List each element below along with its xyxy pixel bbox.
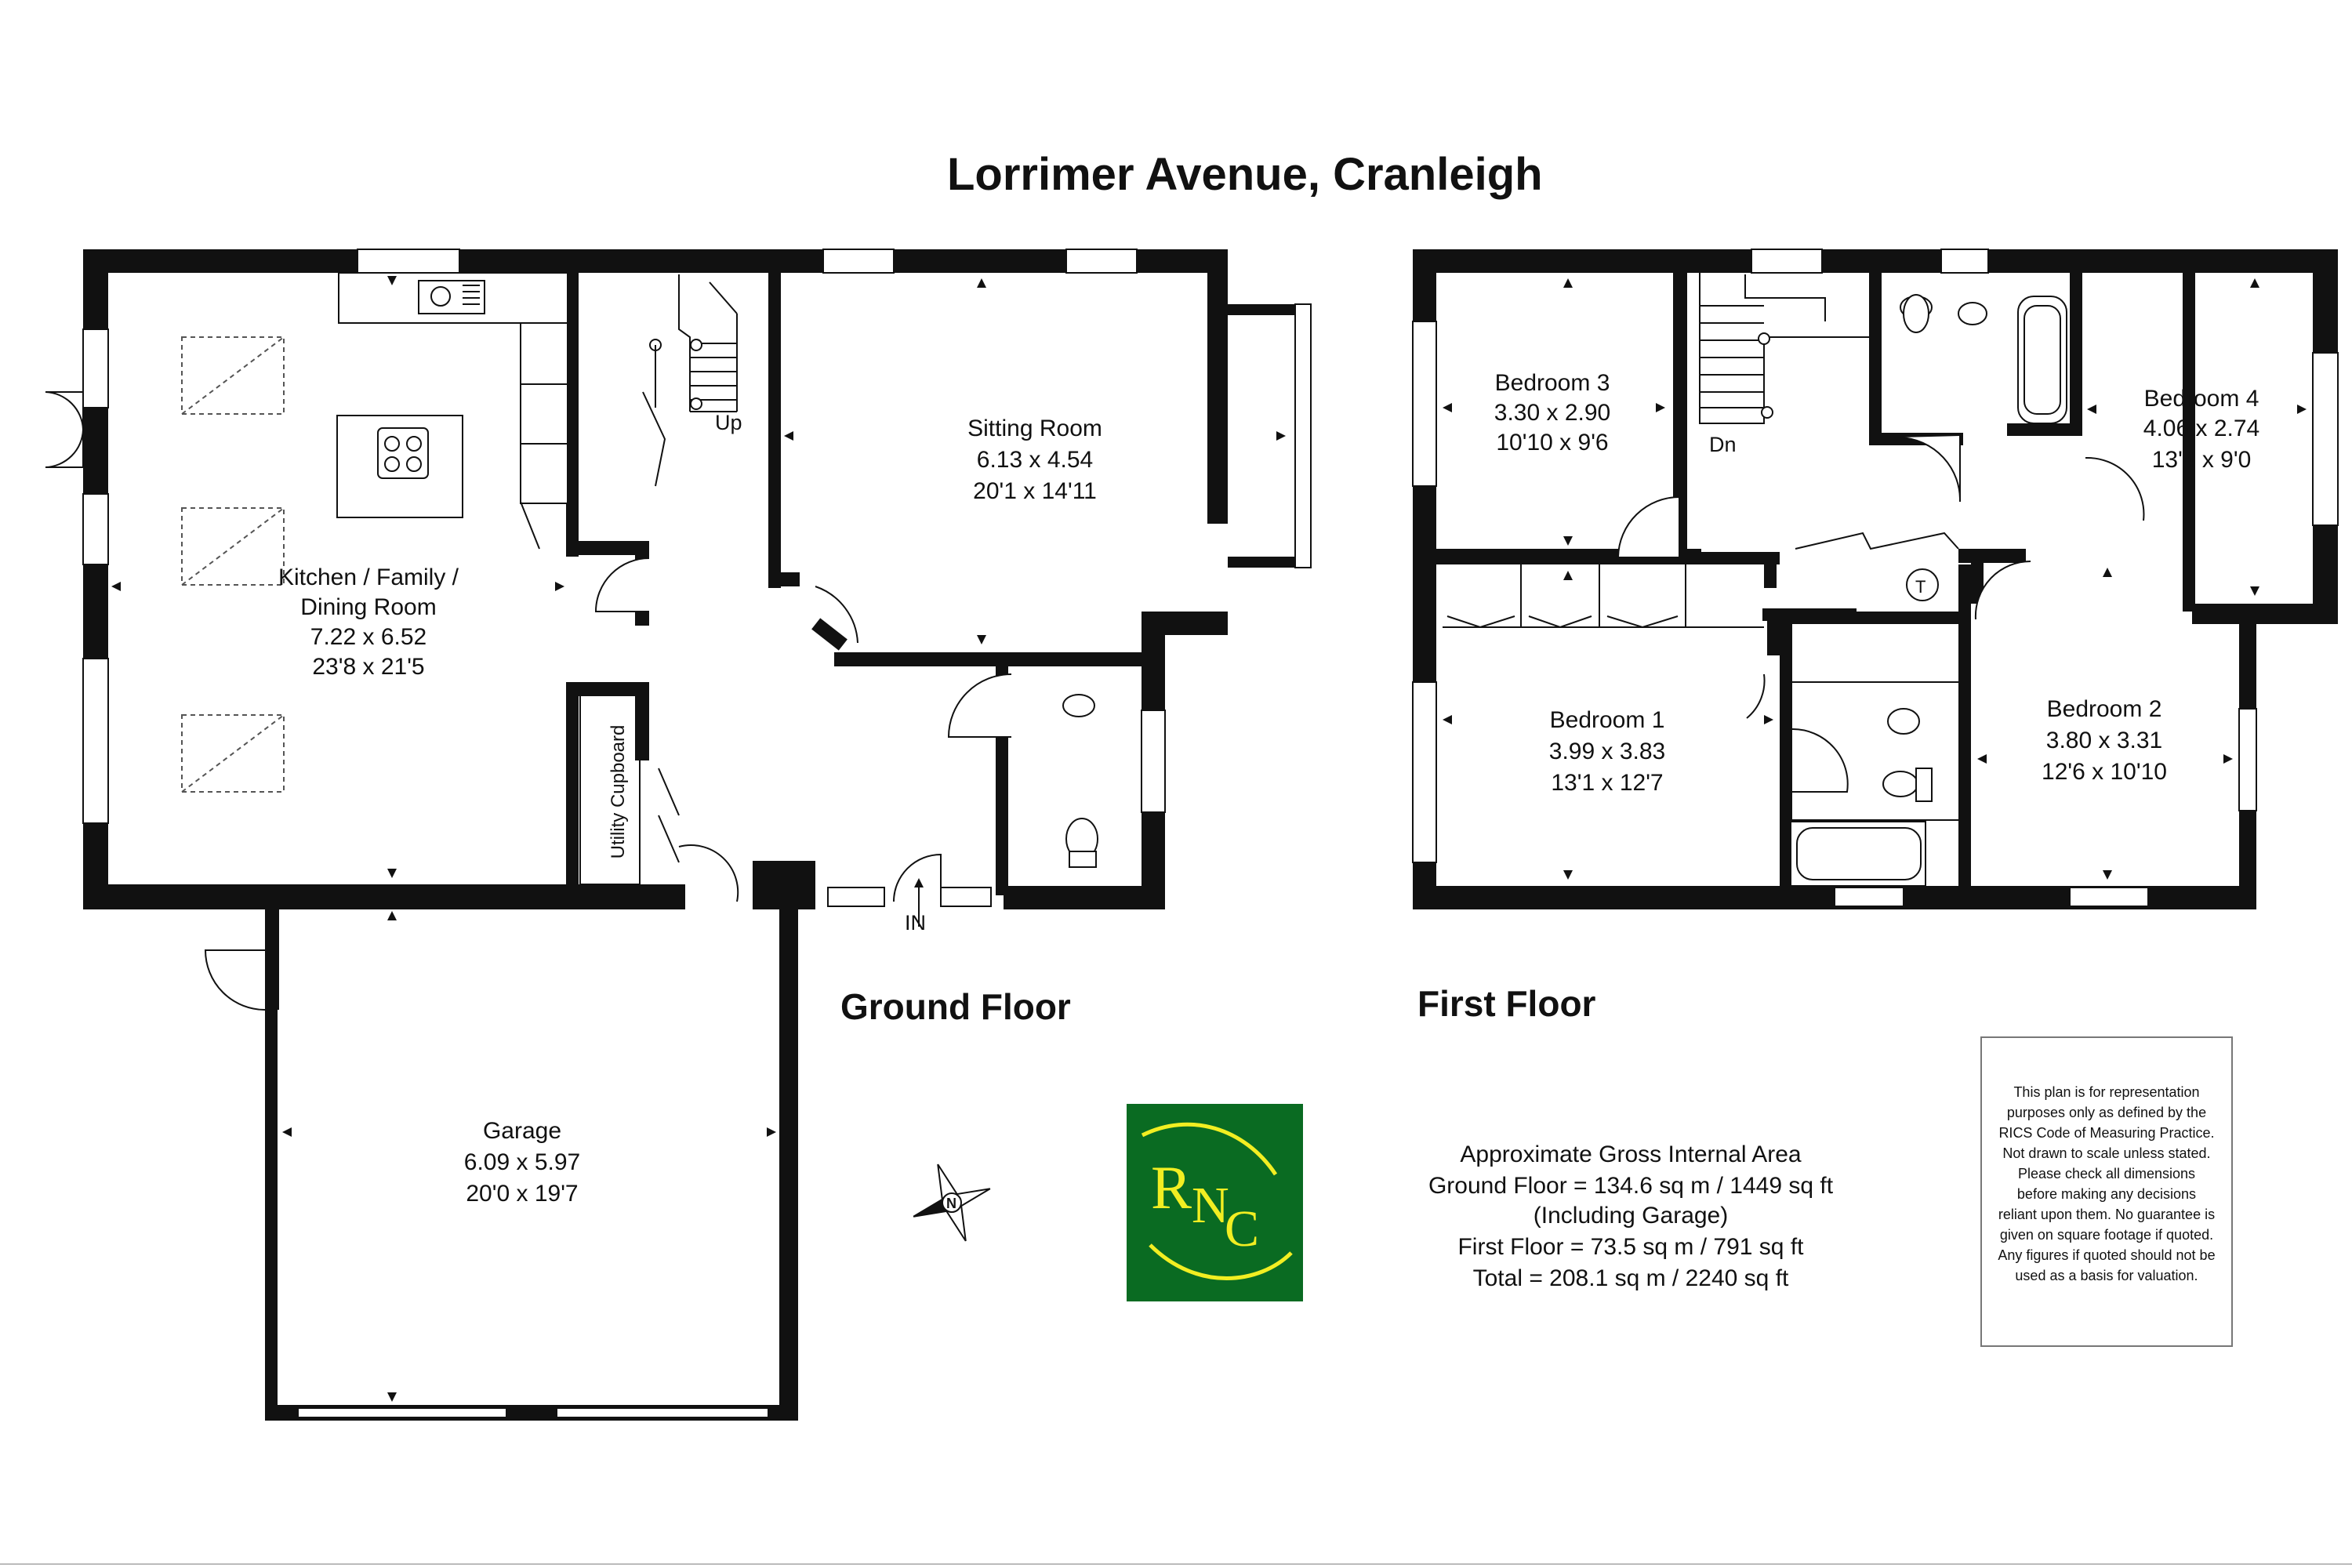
roof-light-3 [181, 714, 285, 793]
logo-letter-r: R [1151, 1153, 1192, 1221]
logo-letter-n: N [1192, 1177, 1229, 1234]
area-line-4: First Floor = 73.5 sq m / 791 sq ft [1457, 1234, 1804, 1260]
area-line-5: Total = 208.1 sq m / 2240 sq ft [1473, 1265, 1789, 1291]
kitchen-imperial: 23'8 x 21'5 [312, 654, 424, 680]
area-summary: Approximate Gross Internal Area Ground F… [1428, 1142, 1834, 1291]
area-line-3: (Including Garage) [1534, 1203, 1728, 1229]
bedroom2-metric: 3.80 x 3.31 [2046, 728, 2162, 753]
utility-cupboard-label: Utility Cupboard [608, 725, 629, 859]
sitting-room-imperial: 20'1 x 14'11 [973, 478, 1097, 504]
bedroom4-name: Bedroom 4 [2144, 386, 2259, 412]
disclaimer-box: This plan is for representation purposes… [1980, 1036, 2233, 1347]
bedroom4-metric: 4.06 x 2.74 [2143, 416, 2259, 441]
sitting-room-name: Sitting Room [967, 416, 1102, 441]
first-floor-plan: Bedroom 3 3.30 x 2.90 10'10 x 9'6 Bedroo… [1412, 249, 2339, 1024]
garage-metric: 6.09 x 5.97 [464, 1149, 580, 1175]
rnc-logo [1127, 1104, 1303, 1301]
stairs-first [1699, 273, 1869, 424]
area-line-2: Ground Floor = 134.6 sq m / 1449 sq ft [1428, 1173, 1834, 1199]
kitchen-name-line1: Kitchen / Family / [278, 564, 459, 590]
compass-icon: N [913, 1163, 991, 1242]
plan-title: Lorrimer Avenue, Cranleigh [947, 149, 1543, 200]
bedroom2-imperial: 12'6 x 10'10 [2042, 759, 2167, 785]
ground-floor-plan: Kitchen / Family / Dining Room 7.22 x 6.… [45, 249, 1312, 1421]
compass-north-letter: N [946, 1196, 956, 1211]
stairs-down-label: Dn [1709, 433, 1737, 456]
stairs-up-label: Up [715, 411, 742, 434]
first-floor-heading: First Floor [1417, 983, 1596, 1024]
entrance-label: IN [905, 911, 926, 935]
stairs-ground [649, 274, 738, 412]
logo-swoosh [1141, 1122, 1293, 1280]
roof-light-2 [181, 507, 285, 586]
bedroom1-imperial: 13'1 x 12'7 [1551, 770, 1663, 796]
sitting-room-metric: 6.13 x 4.54 [977, 447, 1093, 473]
bedroom3-metric: 3.30 x 2.90 [1494, 400, 1610, 426]
bedroom2-name: Bedroom 2 [2047, 696, 2162, 722]
kitchen-metric: 7.22 x 6.52 [310, 624, 426, 650]
tank-cupboard-label: T [1915, 577, 1926, 597]
bedroom3-name: Bedroom 3 [1495, 370, 1610, 396]
area-line-1: Approximate Gross Internal Area [1460, 1142, 1802, 1167]
garage-name: Garage [483, 1118, 561, 1144]
bedroom3-imperial: 10'10 x 9'6 [1496, 430, 1608, 456]
ground-floor-heading: Ground Floor [840, 986, 1071, 1027]
bedroom4-imperial: 13'4 x 9'0 [2152, 447, 2252, 473]
disclaimer-text: This plan is for representation purposes… [1998, 1084, 2216, 1283]
logo-letter-c: C [1225, 1200, 1260, 1258]
kitchen-name-line2: Dining Room [300, 594, 436, 620]
garage-imperial: 20'0 x 19'7 [466, 1181, 578, 1207]
bedroom1-metric: 3.99 x 3.83 [1549, 739, 1665, 764]
bedroom1-name: Bedroom 1 [1550, 707, 1665, 733]
roof-light-1 [181, 336, 285, 415]
